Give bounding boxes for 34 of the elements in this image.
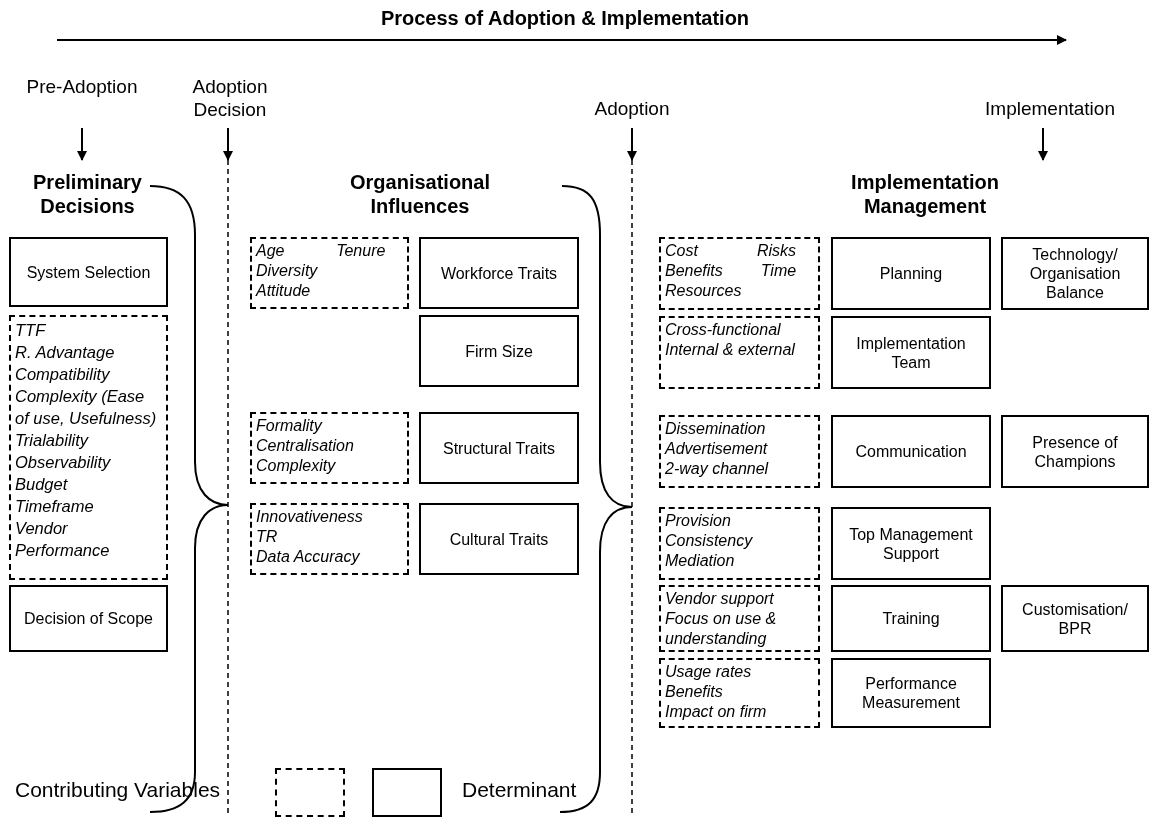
variable-box: TTF R. Advantage Compatibility Complexity (Ease of use, Usefulness) Trialability Observability Budget Timeframe Vendor Performance <box>9 315 168 580</box>
determinant-box: Training <box>831 585 991 652</box>
determinant-box: Cultural Traits <box>419 503 579 575</box>
phase-label: Adoption <box>593 97 671 120</box>
variable-box: Dissemination Advertisement 2-way channel <box>659 415 820 488</box>
determinant-box: System Selection <box>9 237 168 307</box>
section-heading: Preliminary Decisions <box>32 170 143 218</box>
determinant-box: Implementation Team <box>831 316 991 389</box>
variable-box: Cost Risks Benefits Time Resources <box>659 237 820 310</box>
determinant-box: Technology/ Organisation Balance <box>1001 237 1149 310</box>
legend-label: Determinant <box>462 778 577 801</box>
section-heading: Organisational Influences <box>349 170 491 218</box>
section-heading: Implementation Management <box>850 170 1000 218</box>
determinant-box: Workforce Traits <box>419 237 579 309</box>
variable-box: Innovativeness TR Data Accuracy <box>250 503 409 575</box>
determinant-box: Presence of Champions <box>1001 415 1149 488</box>
determinant-box: Decision of Scope <box>9 585 168 652</box>
determinant-box: Communication <box>831 415 991 488</box>
variable-box: Usage rates Benefits Impact on firm <box>659 658 820 728</box>
variable-box: Vendor support Focus on use & understanding <box>659 585 820 652</box>
phase-label: Adoption Decision <box>191 75 269 121</box>
determinant-box: Performance Measurement <box>831 658 991 728</box>
variable-box: Provision Consistency Mediation <box>659 507 820 580</box>
determinant-box: Top Management Support <box>831 507 991 580</box>
diagram-title: Process of Adoption & Implementation <box>379 6 751 30</box>
determinant-box: Planning <box>831 237 991 310</box>
determinant-box: Customisation/ BPR <box>1001 585 1149 652</box>
variable-box: Age Tenure Diversity Attitude <box>250 237 409 309</box>
variable-box: Cross-functional Internal & external <box>659 316 820 389</box>
phase-label: Implementation <box>984 97 1116 120</box>
determinant-box: Structural Traits <box>419 412 579 484</box>
determinant-box: Firm Size <box>419 315 579 387</box>
variable-box: Formality Centralisation Complexity <box>250 412 409 484</box>
phase-label: Pre-Adoption <box>25 75 139 98</box>
